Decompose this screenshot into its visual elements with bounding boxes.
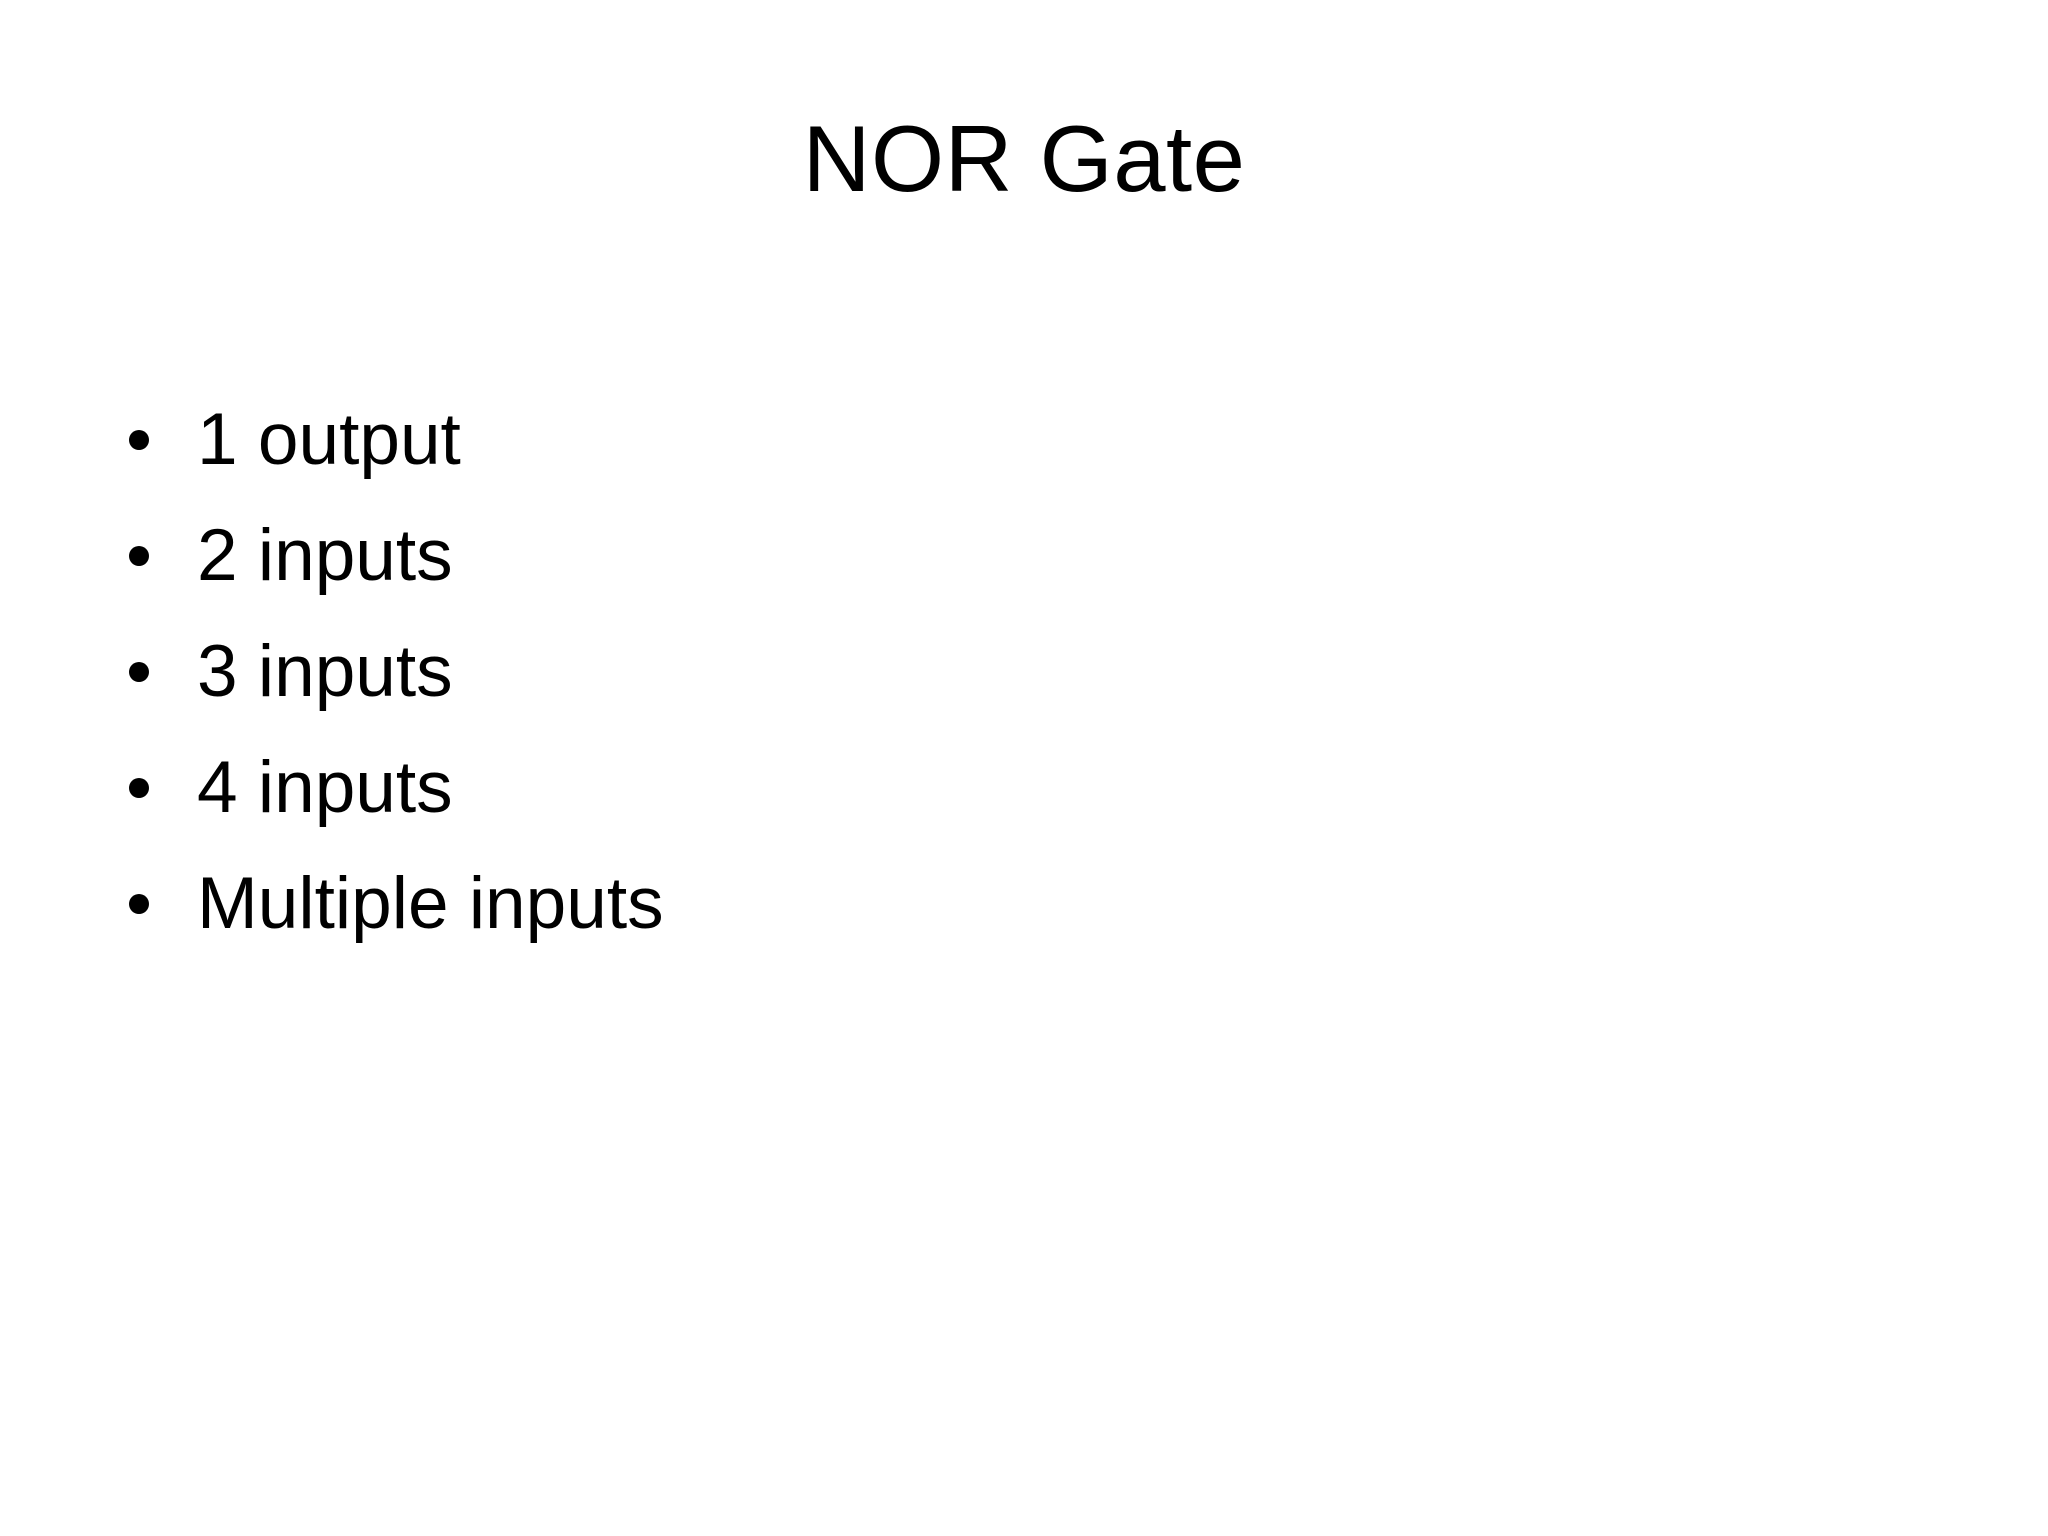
list-item: 2 inputs xyxy=(118,498,1838,614)
list-item-label: 4 inputs xyxy=(197,747,453,828)
body-placeholder: 1 output 2 inputs 3 inputs 4 inputs Mult… xyxy=(118,382,1838,962)
bullet-dot-icon xyxy=(126,382,150,498)
bullet-dot-icon xyxy=(126,846,150,962)
list-item: 3 inputs xyxy=(118,614,1838,730)
list-item-label: 1 output xyxy=(197,399,461,480)
list-item-label: 3 inputs xyxy=(197,631,453,712)
bullet-list: 1 output 2 inputs 3 inputs 4 inputs Mult… xyxy=(118,382,1838,962)
list-item: 1 output xyxy=(118,382,1838,498)
list-item: Multiple inputs xyxy=(118,846,1838,962)
page-title: NOR Gate xyxy=(802,106,1246,211)
list-item-label: 2 inputs xyxy=(197,515,453,596)
title-placeholder: NOR Gate xyxy=(0,104,2048,215)
bullet-dot-icon xyxy=(126,614,150,730)
bullet-dot-icon xyxy=(126,730,150,846)
list-item: 4 inputs xyxy=(118,730,1838,846)
bullet-dot-icon xyxy=(126,498,150,614)
list-item-label: Multiple inputs xyxy=(197,863,664,944)
